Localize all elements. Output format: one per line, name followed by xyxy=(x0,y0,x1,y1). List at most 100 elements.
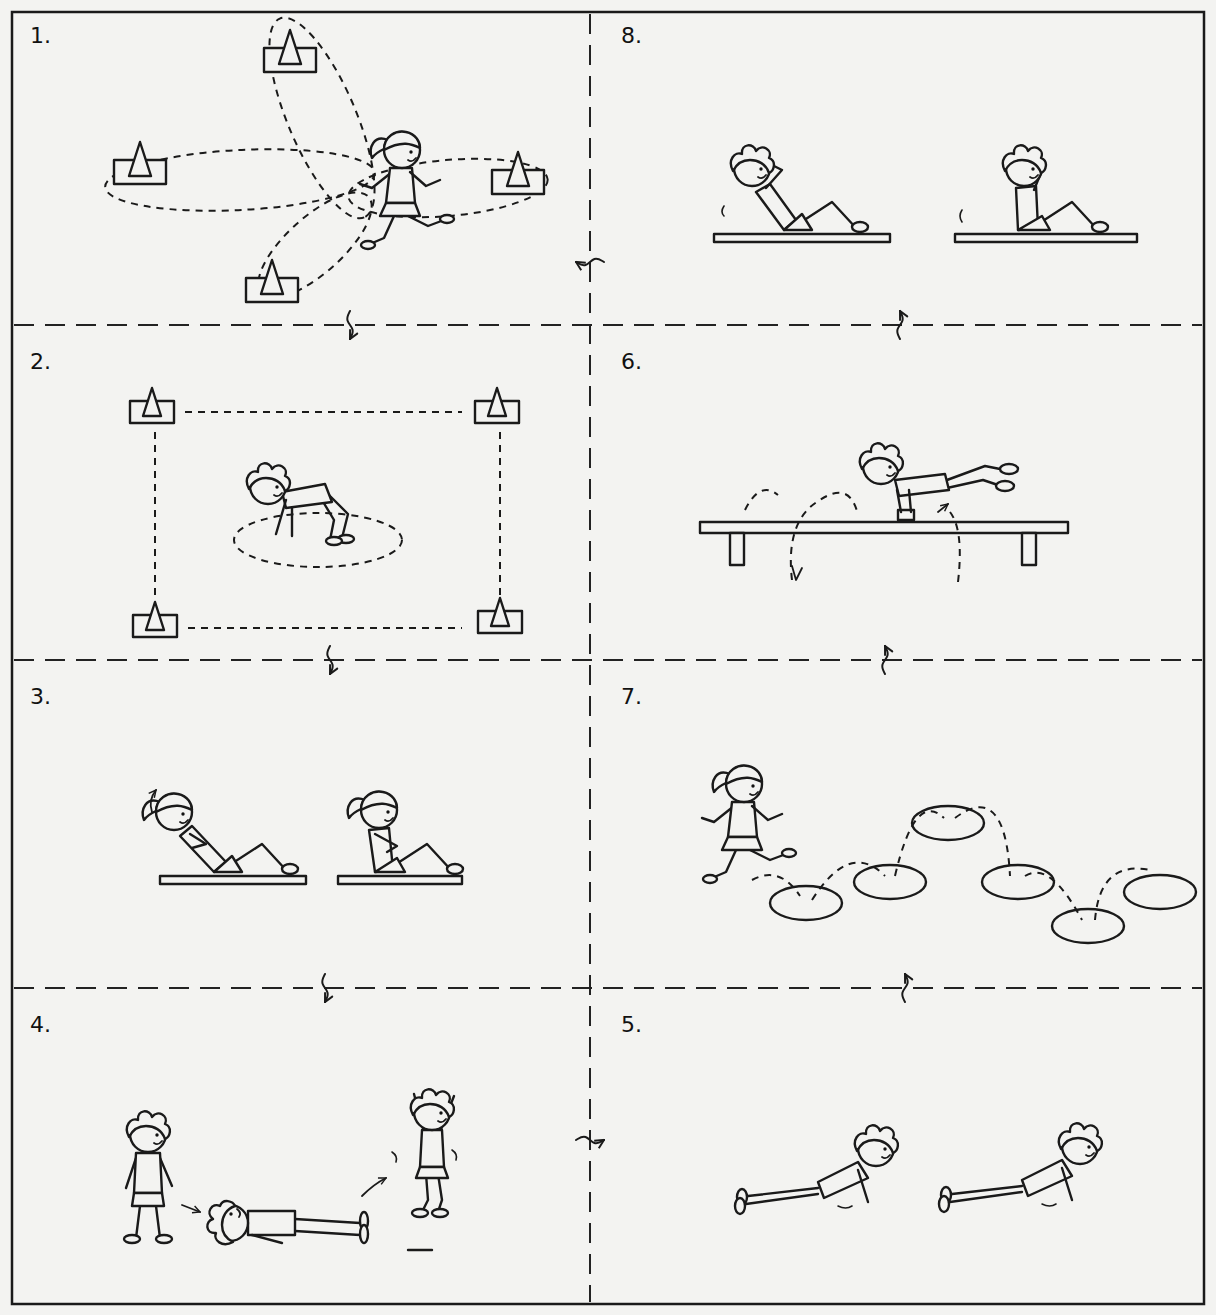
flow-arrow xyxy=(322,974,327,1002)
hoop-hops-part xyxy=(955,807,1010,876)
bench-jump-part xyxy=(730,533,744,565)
station-number: 6. xyxy=(619,350,644,374)
bear-crawl-part xyxy=(247,463,354,545)
sit-ups-part xyxy=(348,792,463,874)
bench-jump-part-part xyxy=(897,490,911,512)
down-up-jump-part-part xyxy=(411,1089,454,1130)
flow-arrow xyxy=(347,311,352,339)
bear-crawl-part xyxy=(154,432,156,600)
down-up-jump-part xyxy=(207,1201,368,1244)
frame-part xyxy=(14,659,1202,661)
bear-crawl-part-part xyxy=(143,388,161,416)
sit-ups-part xyxy=(151,790,156,812)
hoop-hops-part xyxy=(895,811,944,876)
bench-jump-part xyxy=(700,522,1068,533)
down-up-jump-part xyxy=(124,1111,172,1243)
cone-loop-run-part-part xyxy=(279,30,301,64)
reverse-plank-part xyxy=(838,1204,1056,1208)
bear-crawl-part-part xyxy=(491,598,509,626)
hoop-hops-part xyxy=(770,886,842,920)
bench-jump-part xyxy=(792,566,802,580)
cone-loop-run-part xyxy=(346,151,550,224)
cone-loop-run-part xyxy=(249,5,396,230)
down-up-jump-part xyxy=(392,1089,457,1217)
sit-ups-hands-behind-head-part xyxy=(722,206,962,222)
cone-loop-run xyxy=(104,5,550,314)
bear-crawl-part xyxy=(130,388,174,423)
sit-ups-hands-behind-head-part xyxy=(714,234,890,242)
reverse-plank xyxy=(735,1123,1102,1214)
bench-jump-part xyxy=(1022,533,1036,565)
bench-jump-part xyxy=(791,493,858,580)
bear-crawl-part xyxy=(475,388,519,423)
flow-arrow xyxy=(576,1137,604,1144)
sit-ups-part xyxy=(160,876,306,884)
reverse-plank-part xyxy=(735,1125,898,1214)
down-up-jump-part-part xyxy=(134,1153,162,1193)
reverse-plank-part xyxy=(939,1123,1102,1212)
cone-loop-run-part-part xyxy=(507,152,529,186)
bench-jump-part xyxy=(938,504,948,512)
down-up-jump-part-part xyxy=(156,1235,172,1243)
down-up-jump-part-part xyxy=(392,1150,457,1162)
hoop-hops-part xyxy=(702,766,796,883)
exercise-station: 1. xyxy=(14,14,575,310)
bench-jump-part-part xyxy=(860,443,903,484)
cone-loop-run-part xyxy=(492,152,544,194)
exercise-station: 2. xyxy=(14,340,575,645)
exercise-station: 4. xyxy=(14,1003,575,1301)
down-up-jump-part-part xyxy=(136,1206,160,1238)
hoop-hops-part xyxy=(982,865,1054,899)
bench-jump-part-part xyxy=(895,474,949,496)
down-up-jump-part-part xyxy=(252,1235,282,1243)
frame xyxy=(12,12,1204,1304)
bear-crawl-part xyxy=(133,602,177,637)
station-number: 4. xyxy=(28,1013,53,1037)
bench-jump-part xyxy=(950,512,960,582)
down-up-jump-part-part xyxy=(207,1201,248,1244)
cone-loop-run-part xyxy=(246,260,298,302)
station-number: 8. xyxy=(619,24,644,48)
hoop-hops-part xyxy=(812,863,885,901)
down-up-jump-part-part xyxy=(422,1174,442,1212)
bear-crawl-part-part xyxy=(488,388,506,416)
down-up-jump-part xyxy=(408,1249,432,1251)
bear-crawl-part xyxy=(499,432,501,600)
down-up-jump-part-part xyxy=(416,1167,448,1178)
frame-part xyxy=(14,324,1202,326)
sit-ups-part xyxy=(338,876,462,884)
hoop-hops xyxy=(702,766,1196,943)
station-number: 1. xyxy=(28,24,53,48)
station-number: 2. xyxy=(28,350,53,374)
down-up-jump-part-part xyxy=(412,1209,428,1217)
sit-ups-hands-behind-head-part xyxy=(1003,145,1108,232)
flow-arrow xyxy=(897,311,902,339)
station-number: 5. xyxy=(619,1013,644,1037)
bench-jump-part xyxy=(745,490,778,510)
down-up-jump xyxy=(124,1089,457,1250)
hoop-hops-part xyxy=(912,806,984,840)
flow-arrow xyxy=(327,646,332,674)
down-up-jump-part-part xyxy=(432,1209,448,1217)
sit-ups-part xyxy=(143,794,298,874)
bear-crawl-part xyxy=(185,411,462,413)
exercise-station: 8. xyxy=(605,14,1202,310)
frame-part xyxy=(12,12,1204,1304)
bench-jump-part xyxy=(860,443,1018,520)
flow-arrow xyxy=(576,259,604,266)
cone-loop-run-part-part xyxy=(261,260,283,294)
down-up-jump-part-part xyxy=(127,1111,170,1152)
sit-ups-hands-behind-head-part xyxy=(955,234,1137,242)
down-up-jump-part-part xyxy=(420,1130,444,1167)
hoop-hops-part xyxy=(1052,909,1124,943)
frame-part xyxy=(589,14,591,1302)
down-up-jump-part-part xyxy=(360,1225,368,1243)
down-up-jump-part-part xyxy=(295,1219,360,1235)
bench-jump-part-part xyxy=(996,481,1014,491)
hoop-hops-part xyxy=(854,865,926,899)
exercise-station: 7. xyxy=(605,675,1202,973)
sit-ups-hands-behind-head-part xyxy=(731,145,868,232)
bear-crawl-part-part xyxy=(146,602,164,630)
cone-loop-run-part xyxy=(104,143,377,217)
